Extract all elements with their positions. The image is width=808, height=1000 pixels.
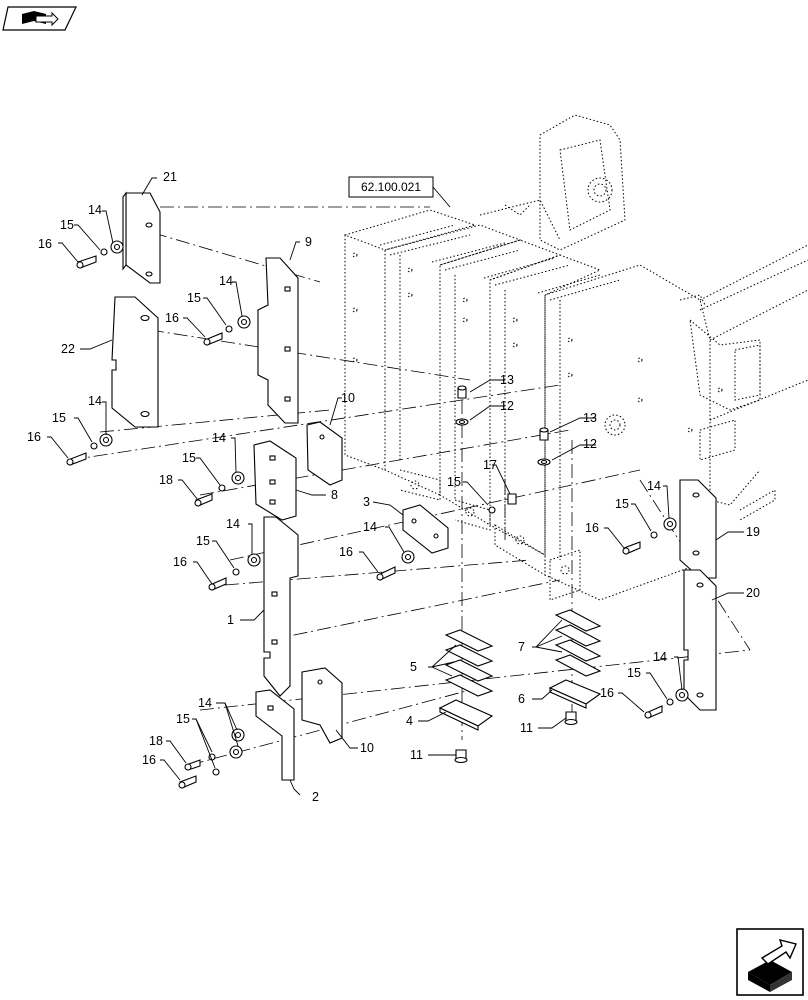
callout-14[interactable]: 14	[653, 650, 667, 664]
callout-16[interactable]: 16	[600, 686, 614, 700]
callout-14[interactable]: 14	[219, 274, 233, 288]
fasteners[interactable]	[66, 240, 689, 789]
callout-11[interactable]: 11	[410, 748, 423, 762]
callout-15[interactable]: 15	[52, 411, 66, 425]
callout-14[interactable]: 14	[212, 431, 226, 445]
callout-14[interactable]: 14	[363, 520, 377, 534]
callout-15[interactable]: 15	[627, 666, 641, 680]
callout-19[interactable]: 19	[746, 525, 760, 539]
callout-17[interactable]: 17	[483, 458, 497, 472]
part-21-plate[interactable]	[122, 191, 161, 284]
callout-12[interactable]: 12	[583, 437, 597, 451]
chassis-frame	[344, 114, 808, 601]
callout-18[interactable]: 18	[159, 473, 173, 487]
part-8-plate[interactable]	[253, 440, 297, 521]
callout-10[interactable]: 10	[360, 741, 374, 755]
callout-14[interactable]: 14	[88, 394, 102, 408]
book-arrow-icon[interactable]	[2, 6, 77, 31]
callout-11[interactable]: 11	[520, 721, 533, 735]
callout-14[interactable]: 14	[226, 517, 240, 531]
part-22-plate[interactable]	[111, 296, 159, 428]
callout-14[interactable]: 14	[647, 479, 661, 493]
callout-15[interactable]: 15	[176, 712, 190, 726]
callout-18[interactable]: 18	[149, 734, 163, 748]
part-10-block-lower[interactable]	[301, 667, 343, 744]
callout-16[interactable]: 16	[27, 430, 41, 444]
next-page-arrow-icon[interactable]	[736, 928, 804, 996]
callout-15[interactable]: 15	[615, 497, 629, 511]
leader-lines	[47, 177, 744, 796]
callout-15[interactable]: 15	[187, 291, 201, 305]
callout-8[interactable]: 8	[331, 488, 338, 502]
callout-14[interactable]: 14	[88, 203, 102, 217]
callout-21[interactable]: 21	[163, 170, 177, 184]
callout-4[interactable]: 4	[406, 714, 413, 728]
part-7-plates-stack[interactable]	[554, 609, 602, 677]
callout-1[interactable]: 1	[227, 613, 234, 627]
callout-15[interactable]: 15	[196, 534, 210, 548]
callout-2[interactable]: 2	[312, 790, 319, 804]
part-19-plate[interactable]	[679, 479, 717, 579]
callout-9[interactable]: 9	[305, 235, 312, 249]
part-9-plate[interactable]	[257, 257, 299, 424]
reference-label: 62.100.021	[361, 180, 421, 194]
callout-10[interactable]: 10	[341, 391, 355, 405]
callout-16[interactable]: 16	[38, 237, 52, 251]
callout-numbers: 21 14 15 16 22 14 15 16 9 14 15 16 10 14…	[27, 170, 760, 804]
callout-5[interactable]: 5	[410, 660, 417, 674]
callout-13[interactable]: 13	[583, 411, 597, 425]
callout-22[interactable]: 22	[61, 342, 75, 356]
callout-16[interactable]: 16	[165, 311, 179, 325]
callout-16[interactable]: 16	[585, 521, 599, 535]
callout-3[interactable]: 3	[363, 495, 370, 509]
part-2-bracket[interactable]	[255, 689, 295, 781]
reference-box[interactable]: 62.100.021	[348, 176, 451, 208]
part-4-wear-plate[interactable]	[438, 699, 494, 731]
part-3-plate[interactable]	[402, 504, 449, 554]
callout-13[interactable]: 13	[500, 373, 514, 387]
callout-15[interactable]: 15	[182, 451, 196, 465]
callout-16[interactable]: 16	[173, 555, 187, 569]
callout-7[interactable]: 7	[518, 640, 525, 654]
callout-15[interactable]: 15	[447, 475, 461, 489]
callout-15[interactable]: 15	[60, 218, 74, 232]
callout-12[interactable]: 12	[500, 399, 514, 413]
callout-20[interactable]: 20	[746, 586, 760, 600]
part-10-block-upper[interactable]	[306, 421, 343, 486]
part-1-bracket[interactable]	[263, 516, 299, 697]
callout-6[interactable]: 6	[518, 692, 525, 706]
part-5-plates-stack[interactable]	[444, 629, 494, 697]
part-6-wear-plate[interactable]	[548, 679, 602, 709]
callout-16[interactable]: 16	[142, 753, 156, 767]
part-20-plate[interactable]	[683, 569, 717, 711]
callout-16[interactable]: 16	[339, 545, 353, 559]
callout-14[interactable]: 14	[198, 696, 212, 710]
